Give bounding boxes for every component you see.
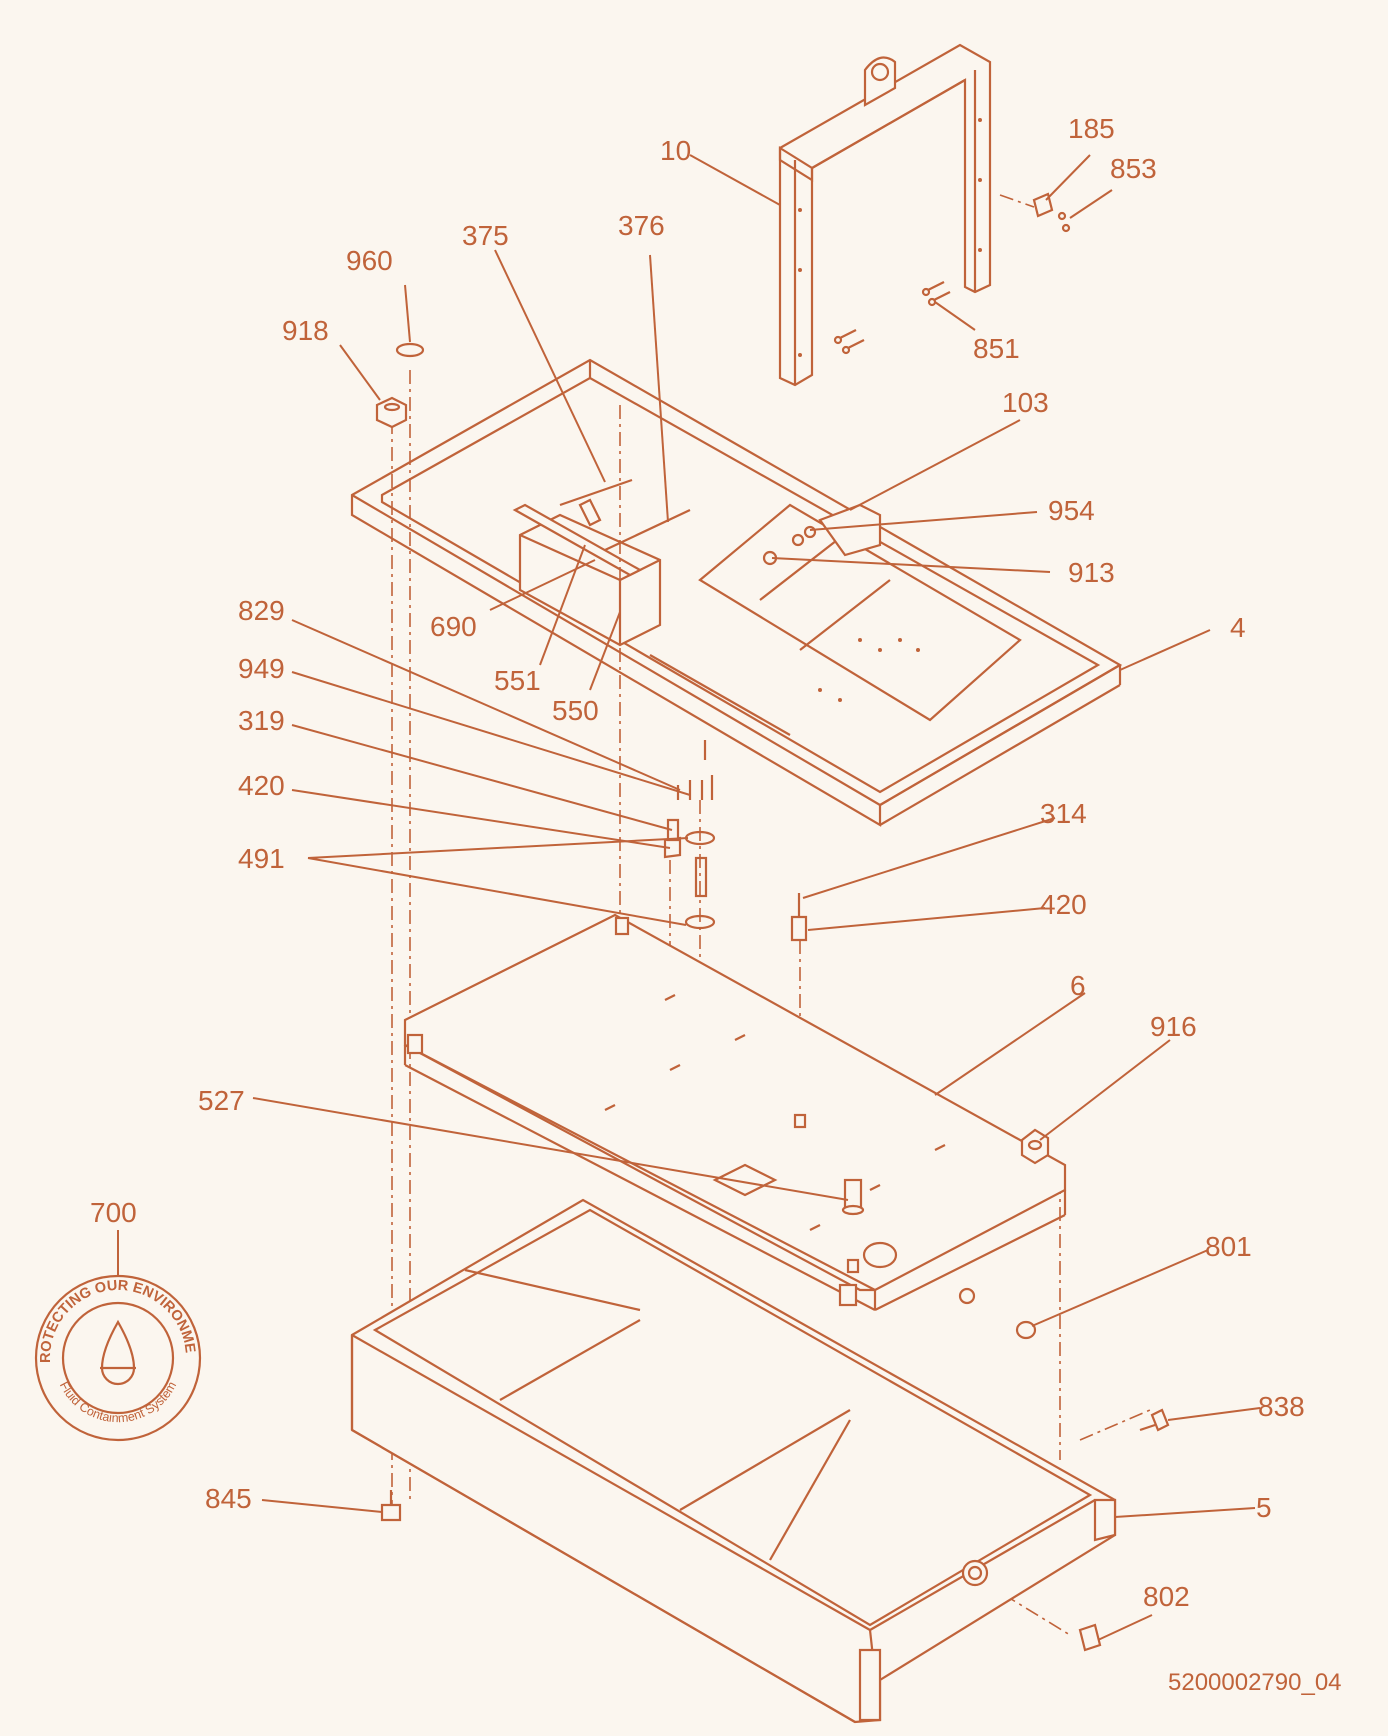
callout-491: 491 [238,843,285,874]
callout-551: 551 [494,665,541,696]
callout-853: 853 [1110,153,1157,184]
callout-420-right: 420 [1040,889,1087,920]
callout-838: 838 [1258,1391,1305,1422]
callout-527: 527 [198,1085,245,1116]
washer-960 [395,342,425,358]
callout-4: 4 [1230,612,1246,643]
callout-5: 5 [1256,1492,1272,1523]
callout-954: 954 [1048,495,1095,526]
leader-lines [252,154,1261,1641]
callout-labels: 10 185 853 851 376 375 960 918 103 954 9… [198,113,1342,1696]
fitting-527 [841,1178,865,1216]
u-frame [778,43,992,387]
callout-376: 376 [618,210,665,241]
callout-6: 6 [1070,970,1086,1001]
callout-550: 550 [552,695,599,726]
nut-918 [375,396,408,429]
callout-690: 690 [430,611,477,642]
fuel-tank [403,913,1067,1311]
oil-drop-icon [100,1319,136,1386]
callout-918: 918 [282,315,329,346]
callout-949: 949 [238,653,285,684]
callout-10: 10 [660,135,691,166]
base-pan [350,1198,1117,1724]
callout-845: 845 [205,1483,252,1514]
bolt-838 [1139,1408,1170,1432]
fitting-group-954-913 [762,503,882,566]
callout-851: 851 [973,333,1020,364]
emblem-top-text: PROTECTING OUR ENVIRONMENT [0,0,198,1363]
plug-802 [1078,1623,1102,1652]
callout-314: 314 [1040,798,1087,829]
callout-319: 319 [238,705,285,736]
fitting-801 [958,1287,1037,1340]
callout-185: 185 [1068,113,1115,144]
callout-913: 913 [1068,557,1115,588]
callout-829: 829 [238,595,285,626]
callout-103: 103 [1002,387,1049,418]
callout-802: 802 [1143,1581,1190,1612]
alignment-line-838 [1079,1409,1151,1441]
callout-801: 801 [1205,1231,1252,1262]
bolt-pair-right [921,281,951,307]
bracket-185 [999,192,1071,233]
bolt-845 [380,1490,402,1522]
callout-700: 700 [90,1197,137,1228]
callout-375: 375 [462,220,509,251]
bolt-pair-left [833,329,865,355]
nut-916 [1020,1128,1050,1165]
callout-960: 960 [346,245,393,276]
alignment-line-drain [979,1579,1071,1636]
engine-mount-bracket [512,478,691,647]
drawing-number: 5200002790_04 [1168,1669,1342,1696]
fitting-314-420 [790,893,808,942]
callout-916: 916 [1150,1011,1197,1042]
svg-text:PROTECTING OUR ENVIRONMENT: PROTECTING OUR ENVIRONMENT [0,0,198,1363]
base-frame [350,358,1123,827]
callout-420-left: 420 [238,770,285,801]
